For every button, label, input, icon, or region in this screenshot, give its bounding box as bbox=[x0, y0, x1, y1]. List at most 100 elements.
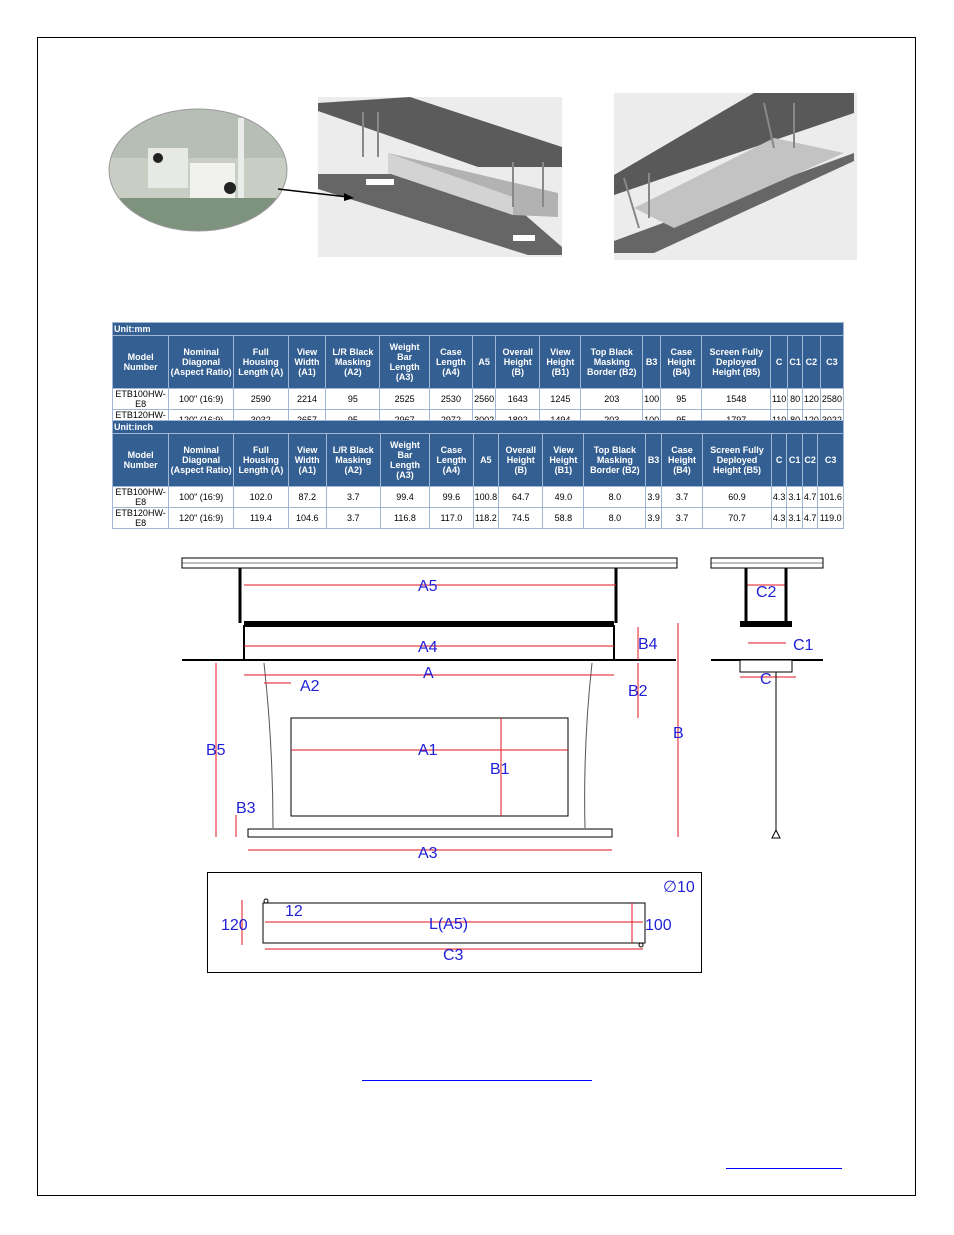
table-cell: 120" (16:9) bbox=[168, 507, 235, 529]
column-header: View Width (A1) bbox=[287, 433, 327, 487]
column-header: B3 bbox=[645, 433, 662, 487]
column-header: Case Height (B4) bbox=[660, 433, 704, 487]
column-header: A5 bbox=[472, 433, 500, 487]
table-cell: 60.9 bbox=[702, 486, 772, 508]
column-header: C1 bbox=[786, 433, 803, 487]
unit-label: Unit:inch bbox=[112, 420, 844, 434]
column-header: Weight Bar Length (A3) bbox=[379, 335, 430, 389]
column-header: Top Black Masking Border (B2) bbox=[583, 433, 647, 487]
table-cell: 3.7 bbox=[660, 507, 704, 529]
table-cell: ETB100HW-E8 bbox=[111, 486, 170, 508]
column-header: C1 bbox=[787, 335, 803, 389]
column-header: B3 bbox=[642, 335, 662, 389]
column-header: Nominal Diagonal (Aspect Ratio) bbox=[168, 335, 235, 389]
column-header: Screen Fully Deployed Height (B5) bbox=[701, 335, 771, 389]
column-header: Model Number bbox=[111, 433, 170, 487]
column-header: Overall Height (B) bbox=[495, 335, 541, 389]
table-cell: 95 bbox=[325, 388, 381, 410]
column-header: C2 bbox=[801, 335, 821, 389]
table-cell: 100" (16:9) bbox=[168, 486, 235, 508]
table-cell: 4.7 bbox=[801, 507, 819, 529]
table-cell: 117.0 bbox=[429, 507, 474, 529]
table-cell: 4.3 bbox=[770, 507, 788, 529]
table-cell: 120 bbox=[801, 388, 821, 410]
table-cell: 99.6 bbox=[429, 486, 474, 508]
table-cell: 101.6 bbox=[817, 486, 844, 508]
table-cell: 3.9 bbox=[645, 507, 662, 529]
table-cell: 116.8 bbox=[379, 507, 431, 529]
footer-link-underline[interactable] bbox=[726, 1168, 842, 1169]
table-cell: 110 bbox=[769, 388, 789, 410]
template-offset: 12 bbox=[285, 903, 303, 920]
label-B2: B2 bbox=[628, 683, 648, 700]
table-cell: 2214 bbox=[287, 388, 327, 410]
column-header: A5 bbox=[472, 335, 497, 389]
table-cell: 3.1 bbox=[786, 507, 803, 529]
unit-label: Unit:mm bbox=[112, 322, 844, 336]
label-A3: A3 bbox=[418, 845, 438, 862]
table-cell: 3.1 bbox=[786, 486, 803, 508]
label-A: A bbox=[423, 665, 434, 682]
table-cell: 118.2 bbox=[472, 507, 500, 529]
column-header: Overall Height (B) bbox=[498, 433, 544, 487]
bracket-closeup-photo bbox=[108, 108, 288, 232]
table-cell: 3.7 bbox=[325, 486, 381, 508]
table-cell: 70.7 bbox=[702, 507, 772, 529]
label-A2: A2 bbox=[300, 678, 320, 695]
column-header: Full Housing Length (A) bbox=[233, 335, 289, 389]
label-C: C bbox=[760, 671, 772, 688]
table-cell: 2525 bbox=[379, 388, 430, 410]
table-cell: 95 bbox=[660, 388, 703, 410]
column-header: C bbox=[769, 335, 789, 389]
table-cell: ETB100HW-E8 bbox=[111, 388, 170, 410]
callout-arrow bbox=[277, 188, 354, 201]
table-cell: 64.7 bbox=[498, 486, 544, 508]
table-cell: 102.0 bbox=[233, 486, 289, 508]
label-C1: C1 bbox=[793, 637, 814, 654]
column-header: C3 bbox=[817, 433, 844, 487]
table-cell: 3.9 bbox=[645, 486, 662, 508]
table-cell: 8.0 bbox=[583, 486, 647, 508]
table-cell: 2590 bbox=[233, 388, 289, 410]
table-cell: 100.8 bbox=[472, 486, 500, 508]
table-cell: 104.6 bbox=[287, 507, 327, 529]
mounting-template-diagram: 120 12 L(A5) 100 C3 ∅10 bbox=[207, 872, 702, 973]
column-header: View Width (A1) bbox=[287, 335, 327, 389]
table-cell: 2530 bbox=[428, 388, 474, 410]
page-border bbox=[37, 37, 916, 1196]
ceiling-install-render-1 bbox=[318, 97, 562, 257]
table-cell: 1245 bbox=[539, 388, 582, 410]
table-cell: 119.4 bbox=[233, 507, 289, 529]
label-B: B bbox=[673, 725, 684, 742]
column-header: Nominal Diagonal (Aspect Ratio) bbox=[168, 433, 235, 487]
table-cell: 99.4 bbox=[379, 486, 431, 508]
column-header: Screen Fully Deployed Height (B5) bbox=[702, 433, 772, 487]
table-cell: 74.5 bbox=[498, 507, 544, 529]
table-cell: 87.2 bbox=[287, 486, 327, 508]
hyperlink-underline[interactable] bbox=[362, 1080, 592, 1081]
table-cell: 4.7 bbox=[801, 486, 819, 508]
label-B3: B3 bbox=[236, 800, 256, 817]
template-height-right: 100 bbox=[645, 917, 672, 934]
label-A5: A5 bbox=[418, 578, 438, 595]
table-cell: 58.8 bbox=[542, 507, 585, 529]
dimension-diagram: A5 A4 A A2 A1 A3 B B1 B2 B3 B4 B5 C C1 C… bbox=[181, 557, 824, 862]
table-cell: 49.0 bbox=[542, 486, 585, 508]
table-cell: 1643 bbox=[495, 388, 541, 410]
label-B1: B1 bbox=[490, 761, 510, 778]
column-header: Full Housing Length (A) bbox=[233, 433, 289, 487]
table-cell: 2560 bbox=[472, 388, 497, 410]
label-B4: B4 bbox=[638, 636, 658, 653]
table-cell: 3.7 bbox=[325, 507, 381, 529]
label-A4: A4 bbox=[418, 639, 438, 656]
column-header: C bbox=[770, 433, 788, 487]
template-c3: C3 bbox=[443, 947, 464, 964]
column-header: Top Black Masking Border (B2) bbox=[580, 335, 644, 389]
table-cell: 4.3 bbox=[770, 486, 788, 508]
table-cell: 203 bbox=[580, 388, 644, 410]
